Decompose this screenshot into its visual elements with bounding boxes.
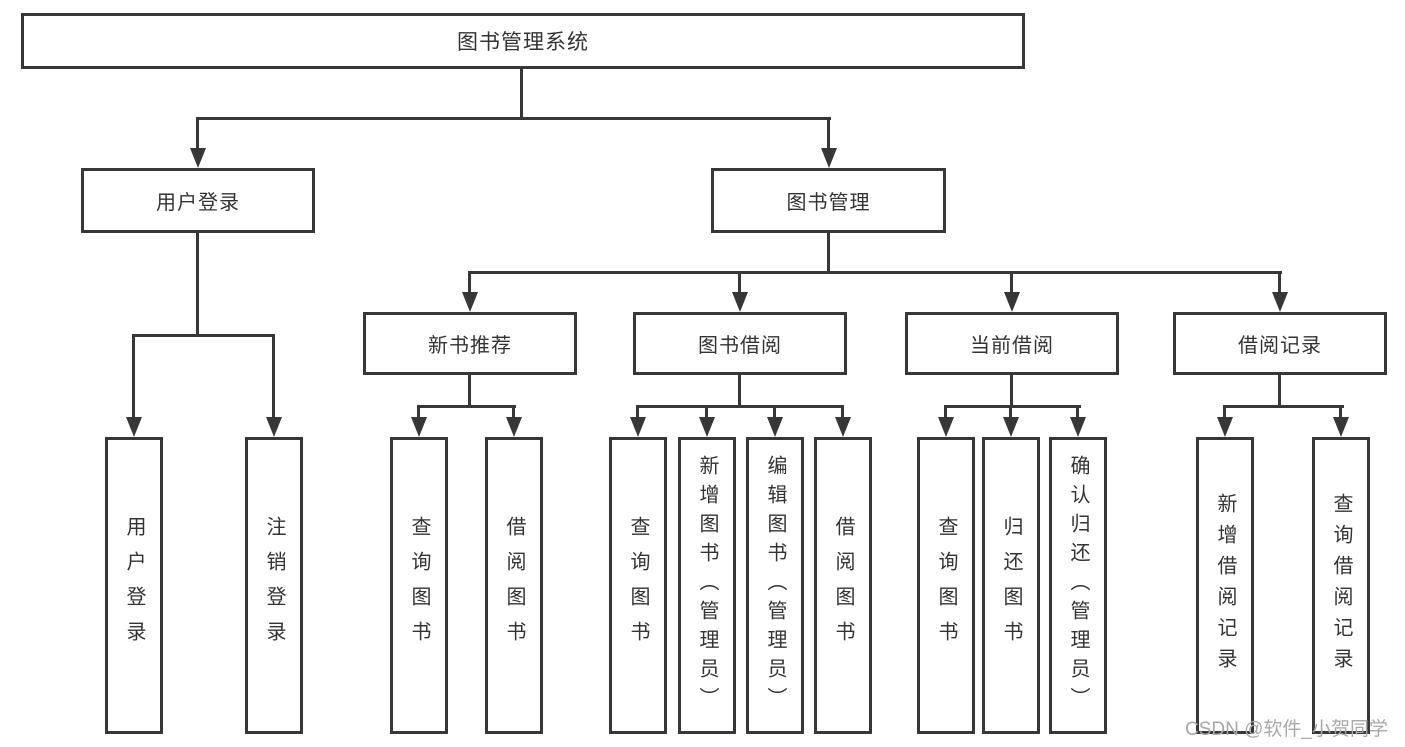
connector-line bbox=[841, 405, 844, 419]
arrowhead-icon bbox=[1003, 417, 1019, 437]
connector-line bbox=[1009, 405, 1012, 419]
arrowhead-icon bbox=[190, 148, 206, 168]
node-book-management-label: 图书管理 bbox=[786, 192, 871, 214]
leaf-add-borrow-record: 新增借阅记录 bbox=[1196, 437, 1254, 734]
leaf-query-books-recommend: 查询图书 bbox=[390, 437, 448, 734]
connector-line bbox=[738, 271, 741, 292]
leaf-confirm-return-admin-label: 确认归还（管理员） bbox=[1067, 455, 1089, 716]
node-new-book-recommendation-label: 新书推荐 bbox=[428, 335, 512, 357]
connector-line bbox=[196, 117, 199, 150]
connector-line bbox=[827, 117, 830, 150]
root-node-label: 图书管理系统 bbox=[457, 31, 589, 54]
connector-line bbox=[738, 375, 741, 408]
connector-line bbox=[512, 405, 515, 419]
arrowhead-icon bbox=[630, 417, 646, 437]
arrowhead-icon bbox=[835, 417, 851, 437]
leaf-query-books-current: 查询图书 bbox=[917, 437, 975, 734]
arrowhead-icon bbox=[767, 417, 783, 437]
leaf-borrow-books-borrowing: 借阅图书 bbox=[814, 437, 872, 734]
leaf-edit-book-admin: 编辑图书（管理员） bbox=[746, 437, 804, 734]
arrowhead-icon bbox=[821, 148, 837, 168]
node-book-borrowing: 图书借阅 bbox=[633, 312, 847, 375]
leaf-user-login-label: 用户登录 bbox=[123, 515, 145, 656]
leaf-return-books: 归还图书 bbox=[982, 437, 1040, 734]
connector-line bbox=[1076, 405, 1079, 419]
connector-line bbox=[468, 375, 471, 408]
connector-line bbox=[272, 334, 275, 417]
leaf-borrow-books-recommend-label: 借阅图书 bbox=[503, 515, 525, 656]
arrowhead-icon bbox=[699, 417, 715, 437]
node-user-login: 用户登录 bbox=[81, 168, 315, 233]
leaf-query-books-borrowing: 查询图书 bbox=[609, 437, 667, 734]
connector-line bbox=[1278, 271, 1281, 292]
arrowhead-icon bbox=[1004, 292, 1020, 312]
leaf-logout: 注销登录 bbox=[245, 437, 303, 734]
connector-line bbox=[417, 405, 420, 419]
arrowhead-icon bbox=[126, 417, 142, 437]
node-user-login-label: 用户登录 bbox=[156, 192, 240, 214]
leaf-query-books-borrowing-label: 查询图书 bbox=[627, 515, 649, 656]
leaf-add-borrow-record-label: 新增借阅记录 bbox=[1214, 492, 1236, 679]
leaf-return-books-label: 归还图书 bbox=[1000, 515, 1022, 656]
connector-line bbox=[705, 405, 708, 419]
connector-line bbox=[468, 271, 471, 292]
leaf-query-books-current-label: 查询图书 bbox=[935, 515, 957, 656]
connector-line bbox=[827, 233, 830, 274]
arrowhead-icon bbox=[938, 417, 954, 437]
csdn-watermark: CSDN @软件_小贺同学 bbox=[1185, 719, 1388, 740]
leaf-query-borrow-record: 查询借阅记录 bbox=[1312, 437, 1370, 734]
connector-line bbox=[773, 405, 776, 419]
leaf-confirm-return-admin: 确认归还（管理员） bbox=[1049, 437, 1107, 734]
connector-line bbox=[636, 405, 844, 408]
leaf-borrow-books-recommend: 借阅图书 bbox=[485, 437, 543, 734]
connector-line bbox=[636, 405, 639, 419]
arrowhead-icon bbox=[506, 417, 522, 437]
leaf-query-borrow-record-label: 查询借阅记录 bbox=[1330, 492, 1352, 679]
connector-line bbox=[417, 405, 516, 408]
connector-line bbox=[1339, 405, 1342, 419]
connector-line bbox=[468, 271, 1282, 274]
connector-line bbox=[1223, 405, 1226, 419]
leaf-user-login: 用户登录 bbox=[105, 437, 163, 734]
node-book-borrowing-label: 图书借阅 bbox=[698, 335, 782, 357]
connector-line bbox=[944, 405, 1081, 408]
connector-line bbox=[132, 334, 135, 417]
connector-line bbox=[1010, 271, 1013, 292]
node-new-book-recommendation: 新书推荐 bbox=[363, 312, 577, 375]
connector-line bbox=[196, 233, 199, 335]
arrowhead-icon bbox=[732, 292, 748, 312]
arrowhead-icon bbox=[1217, 417, 1233, 437]
leaf-logout-label: 注销登录 bbox=[263, 515, 285, 656]
arrowhead-icon bbox=[1272, 292, 1288, 312]
arrowhead-icon bbox=[462, 292, 478, 312]
leaf-borrow-books-borrowing-label: 借阅图书 bbox=[832, 515, 854, 656]
node-book-management: 图书管理 bbox=[711, 168, 946, 233]
connector-line bbox=[1223, 405, 1344, 408]
node-current-borrowing: 当前借阅 bbox=[905, 312, 1119, 375]
connector-line bbox=[944, 405, 947, 419]
node-borrowing-records-label: 借阅记录 bbox=[1238, 335, 1322, 357]
arrowhead-icon bbox=[266, 417, 282, 437]
leaf-add-book-admin-label: 新增图书（管理员） bbox=[696, 455, 718, 716]
connector-line bbox=[132, 334, 275, 337]
leaf-add-book-admin: 新增图书（管理员） bbox=[678, 437, 736, 734]
leaf-query-books-recommend-label: 查询图书 bbox=[408, 515, 430, 656]
arrowhead-icon bbox=[411, 417, 427, 437]
connector-line bbox=[1278, 375, 1281, 408]
root-node-library-management-system: 图书管理系统 bbox=[21, 13, 1025, 69]
arrowhead-icon bbox=[1070, 417, 1086, 437]
node-borrowing-records: 借阅记录 bbox=[1173, 312, 1387, 375]
connector-line bbox=[520, 69, 523, 119]
node-current-borrowing-label: 当前借阅 bbox=[970, 335, 1054, 357]
connector-line bbox=[1010, 375, 1013, 408]
arrowhead-icon bbox=[1333, 417, 1349, 437]
connector-line bbox=[197, 117, 831, 120]
leaf-edit-book-admin-label: 编辑图书（管理员） bbox=[764, 455, 786, 716]
